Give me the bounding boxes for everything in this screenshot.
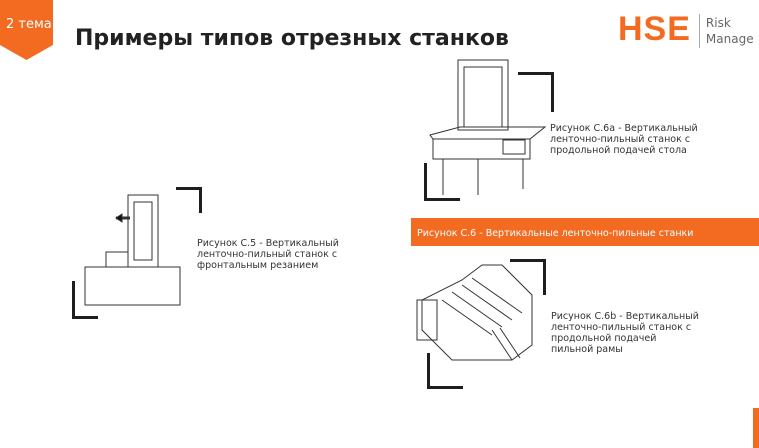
corner-bracket	[176, 187, 202, 213]
page-title: Примеры типов отрезных станков	[75, 26, 509, 51]
logo-line1: Risk	[705, 16, 731, 30]
corner-bracket	[424, 163, 460, 201]
corner-bracket	[72, 281, 98, 319]
figure-c5-caption: Рисунок С.5 - Вертикальный ленточно-пиль…	[197, 238, 339, 271]
group-caption-bar: Рисунок С.6 - Вертикальные ленточно-пиль…	[411, 218, 759, 246]
accent-edge	[753, 408, 759, 448]
logo-line2: Manage	[705, 32, 754, 46]
topic-tag: 2 тема	[0, 0, 53, 60]
figure-c6b-caption: Рисунок С.6b - Вертикальный ленточно-пил…	[551, 311, 699, 355]
logo-brand: HSE	[618, 10, 691, 48]
corner-bracket	[510, 259, 546, 295]
figure-c6b-machine-drawing	[416, 264, 533, 361]
figure-c5-machine-drawing	[84, 194, 181, 306]
corner-bracket	[518, 72, 554, 112]
corner-bracket	[427, 353, 463, 389]
figure-c6a-caption: Рисунок С.6а - Вертикальный ленточно-пил…	[550, 123, 698, 156]
topic-tag-label: 2 тема	[6, 17, 52, 32]
logo-divider	[698, 14, 700, 48]
figure-c6a-machine-drawing	[429, 59, 547, 195]
